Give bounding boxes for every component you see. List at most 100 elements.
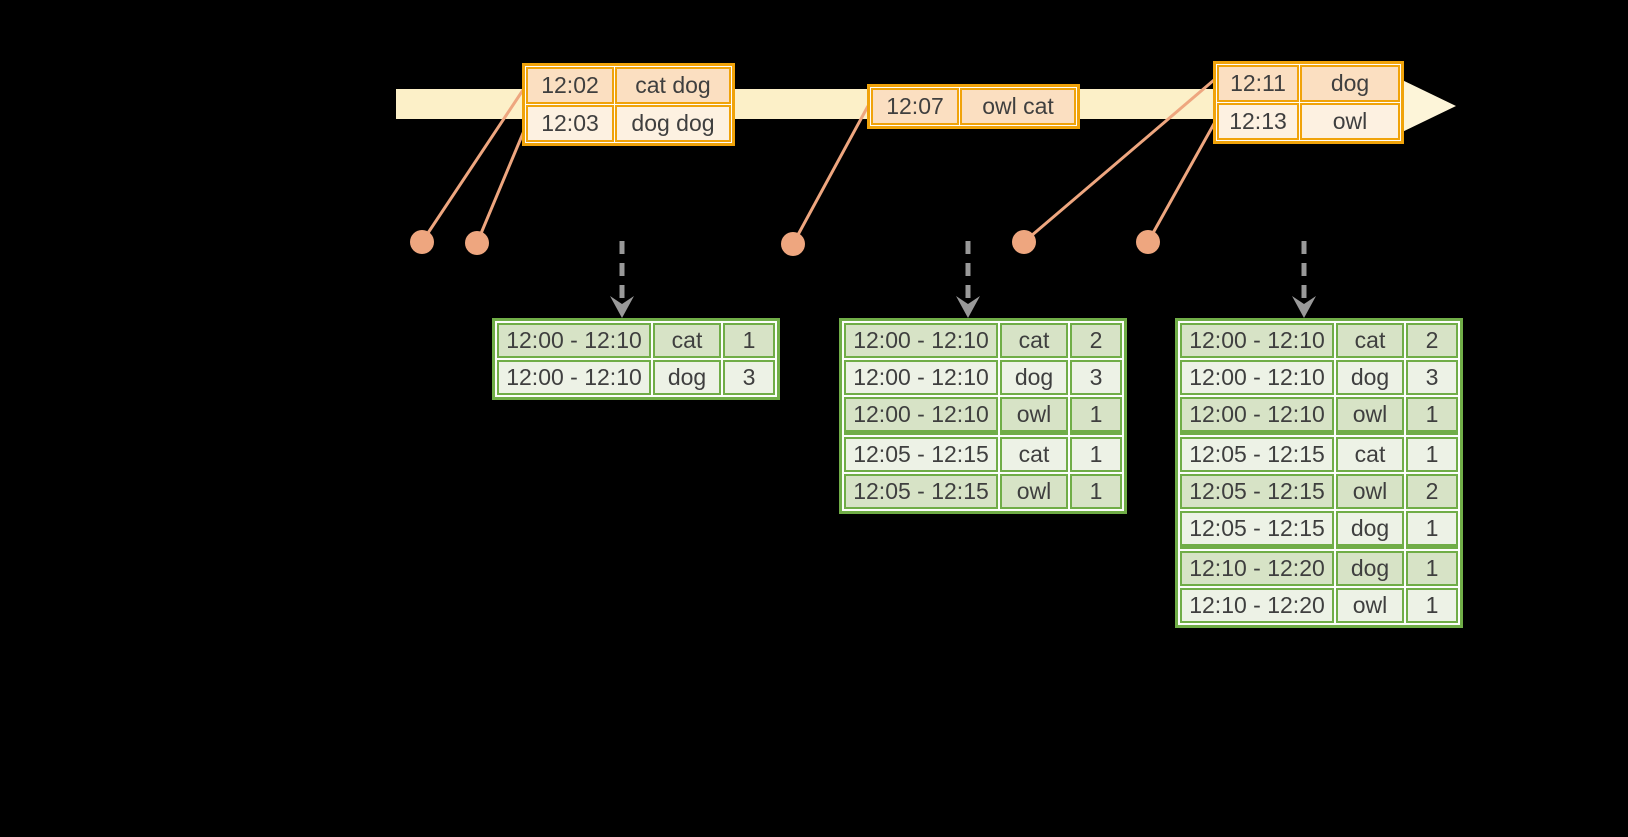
cell-window: 12:00 - 12:10 bbox=[844, 360, 998, 395]
cell-window: 12:10 - 12:20 bbox=[1180, 551, 1334, 586]
cell-word: dog bbox=[1336, 360, 1404, 395]
cell-count: 3 bbox=[1070, 360, 1122, 395]
event-dot bbox=[465, 231, 489, 255]
trigger-arrowhead bbox=[1292, 296, 1316, 318]
cell-window: 12:00 - 12:10 bbox=[1180, 323, 1334, 358]
cell-word: owl bbox=[1000, 397, 1068, 435]
cell-word: cat bbox=[1336, 437, 1404, 472]
event-connector-line bbox=[420, 89, 525, 243]
event-dot bbox=[410, 230, 434, 254]
cell-count: 1 bbox=[1406, 437, 1458, 472]
cell-count: 2 bbox=[1406, 323, 1458, 358]
cell-word: dog bbox=[1000, 360, 1068, 395]
cell-window: 12:00 - 12:10 bbox=[844, 323, 998, 358]
cell-count: 1 bbox=[1406, 397, 1458, 435]
cell-time: 12:11 bbox=[1217, 65, 1299, 102]
cell-window: 12:10 - 12:20 bbox=[1180, 588, 1334, 623]
cell-window: 12:00 - 12:10 bbox=[1180, 360, 1334, 395]
cell-words: dog dog bbox=[615, 105, 731, 142]
cell-words: owl bbox=[1300, 103, 1400, 140]
cell-word: cat bbox=[1336, 323, 1404, 358]
cell-count: 3 bbox=[723, 360, 775, 395]
cell-word: cat bbox=[1000, 437, 1068, 472]
cell-time: 12:03 bbox=[526, 105, 614, 142]
cell-time: 12:13 bbox=[1217, 103, 1299, 140]
event-dot bbox=[1136, 230, 1160, 254]
cell-window: 12:00 - 12:10 bbox=[497, 360, 651, 395]
cell-count: 1 bbox=[1406, 551, 1458, 586]
timeline-arrowhead-icon bbox=[1398, 78, 1456, 134]
cell-count: 1 bbox=[1406, 511, 1458, 549]
cell-words: owl cat bbox=[960, 88, 1076, 125]
event-dot bbox=[1012, 230, 1036, 254]
event-connector-line bbox=[1023, 78, 1215, 244]
cell-window: 12:05 - 12:15 bbox=[1180, 437, 1334, 472]
cell-window: 12:05 - 12:15 bbox=[1180, 474, 1334, 509]
cell-word: owl bbox=[1336, 588, 1404, 623]
trigger-arrowhead bbox=[956, 296, 980, 318]
cell-count: 1 bbox=[1070, 474, 1122, 509]
event-dot bbox=[781, 232, 805, 256]
cell-words: cat dog bbox=[615, 67, 731, 104]
cell-word: owl bbox=[1336, 474, 1404, 509]
cell-word: dog bbox=[1336, 511, 1404, 549]
cell-words: dog bbox=[1300, 65, 1400, 102]
cell-count: 1 bbox=[1070, 437, 1122, 472]
event-connector-line bbox=[475, 125, 528, 244]
cell-count: 1 bbox=[1070, 397, 1122, 435]
cell-word: dog bbox=[1336, 551, 1404, 586]
cell-count: 1 bbox=[723, 323, 775, 358]
cell-time: 12:07 bbox=[871, 88, 959, 125]
event-connector-line bbox=[1146, 121, 1217, 243]
cell-word: cat bbox=[1000, 323, 1068, 358]
cell-word: owl bbox=[1336, 397, 1404, 435]
cell-word: dog bbox=[653, 360, 721, 395]
event-connector-line bbox=[791, 105, 870, 245]
cell-count: 3 bbox=[1406, 360, 1458, 395]
cell-window: 12:05 - 12:15 bbox=[844, 474, 998, 509]
cell-window: 12:05 - 12:15 bbox=[1180, 511, 1334, 549]
cell-count: 1 bbox=[1406, 588, 1458, 623]
cell-count: 2 bbox=[1070, 323, 1122, 358]
trigger-arrowhead bbox=[610, 296, 634, 318]
cell-word: owl bbox=[1000, 474, 1068, 509]
trigger-arrow-icon bbox=[956, 241, 980, 318]
trigger-arrow-icon bbox=[1292, 241, 1316, 318]
cell-count: 2 bbox=[1406, 474, 1458, 509]
event-connectors bbox=[420, 78, 1217, 245]
cell-window: 12:00 - 12:10 bbox=[497, 323, 651, 358]
cell-window: 12:00 - 12:10 bbox=[1180, 397, 1334, 435]
cell-window: 12:05 - 12:15 bbox=[844, 437, 998, 472]
event-dots bbox=[410, 230, 1160, 256]
trigger-arrow-icon bbox=[610, 241, 634, 318]
cell-time: 12:02 bbox=[526, 67, 614, 104]
cell-window: 12:00 - 12:10 bbox=[844, 397, 998, 435]
